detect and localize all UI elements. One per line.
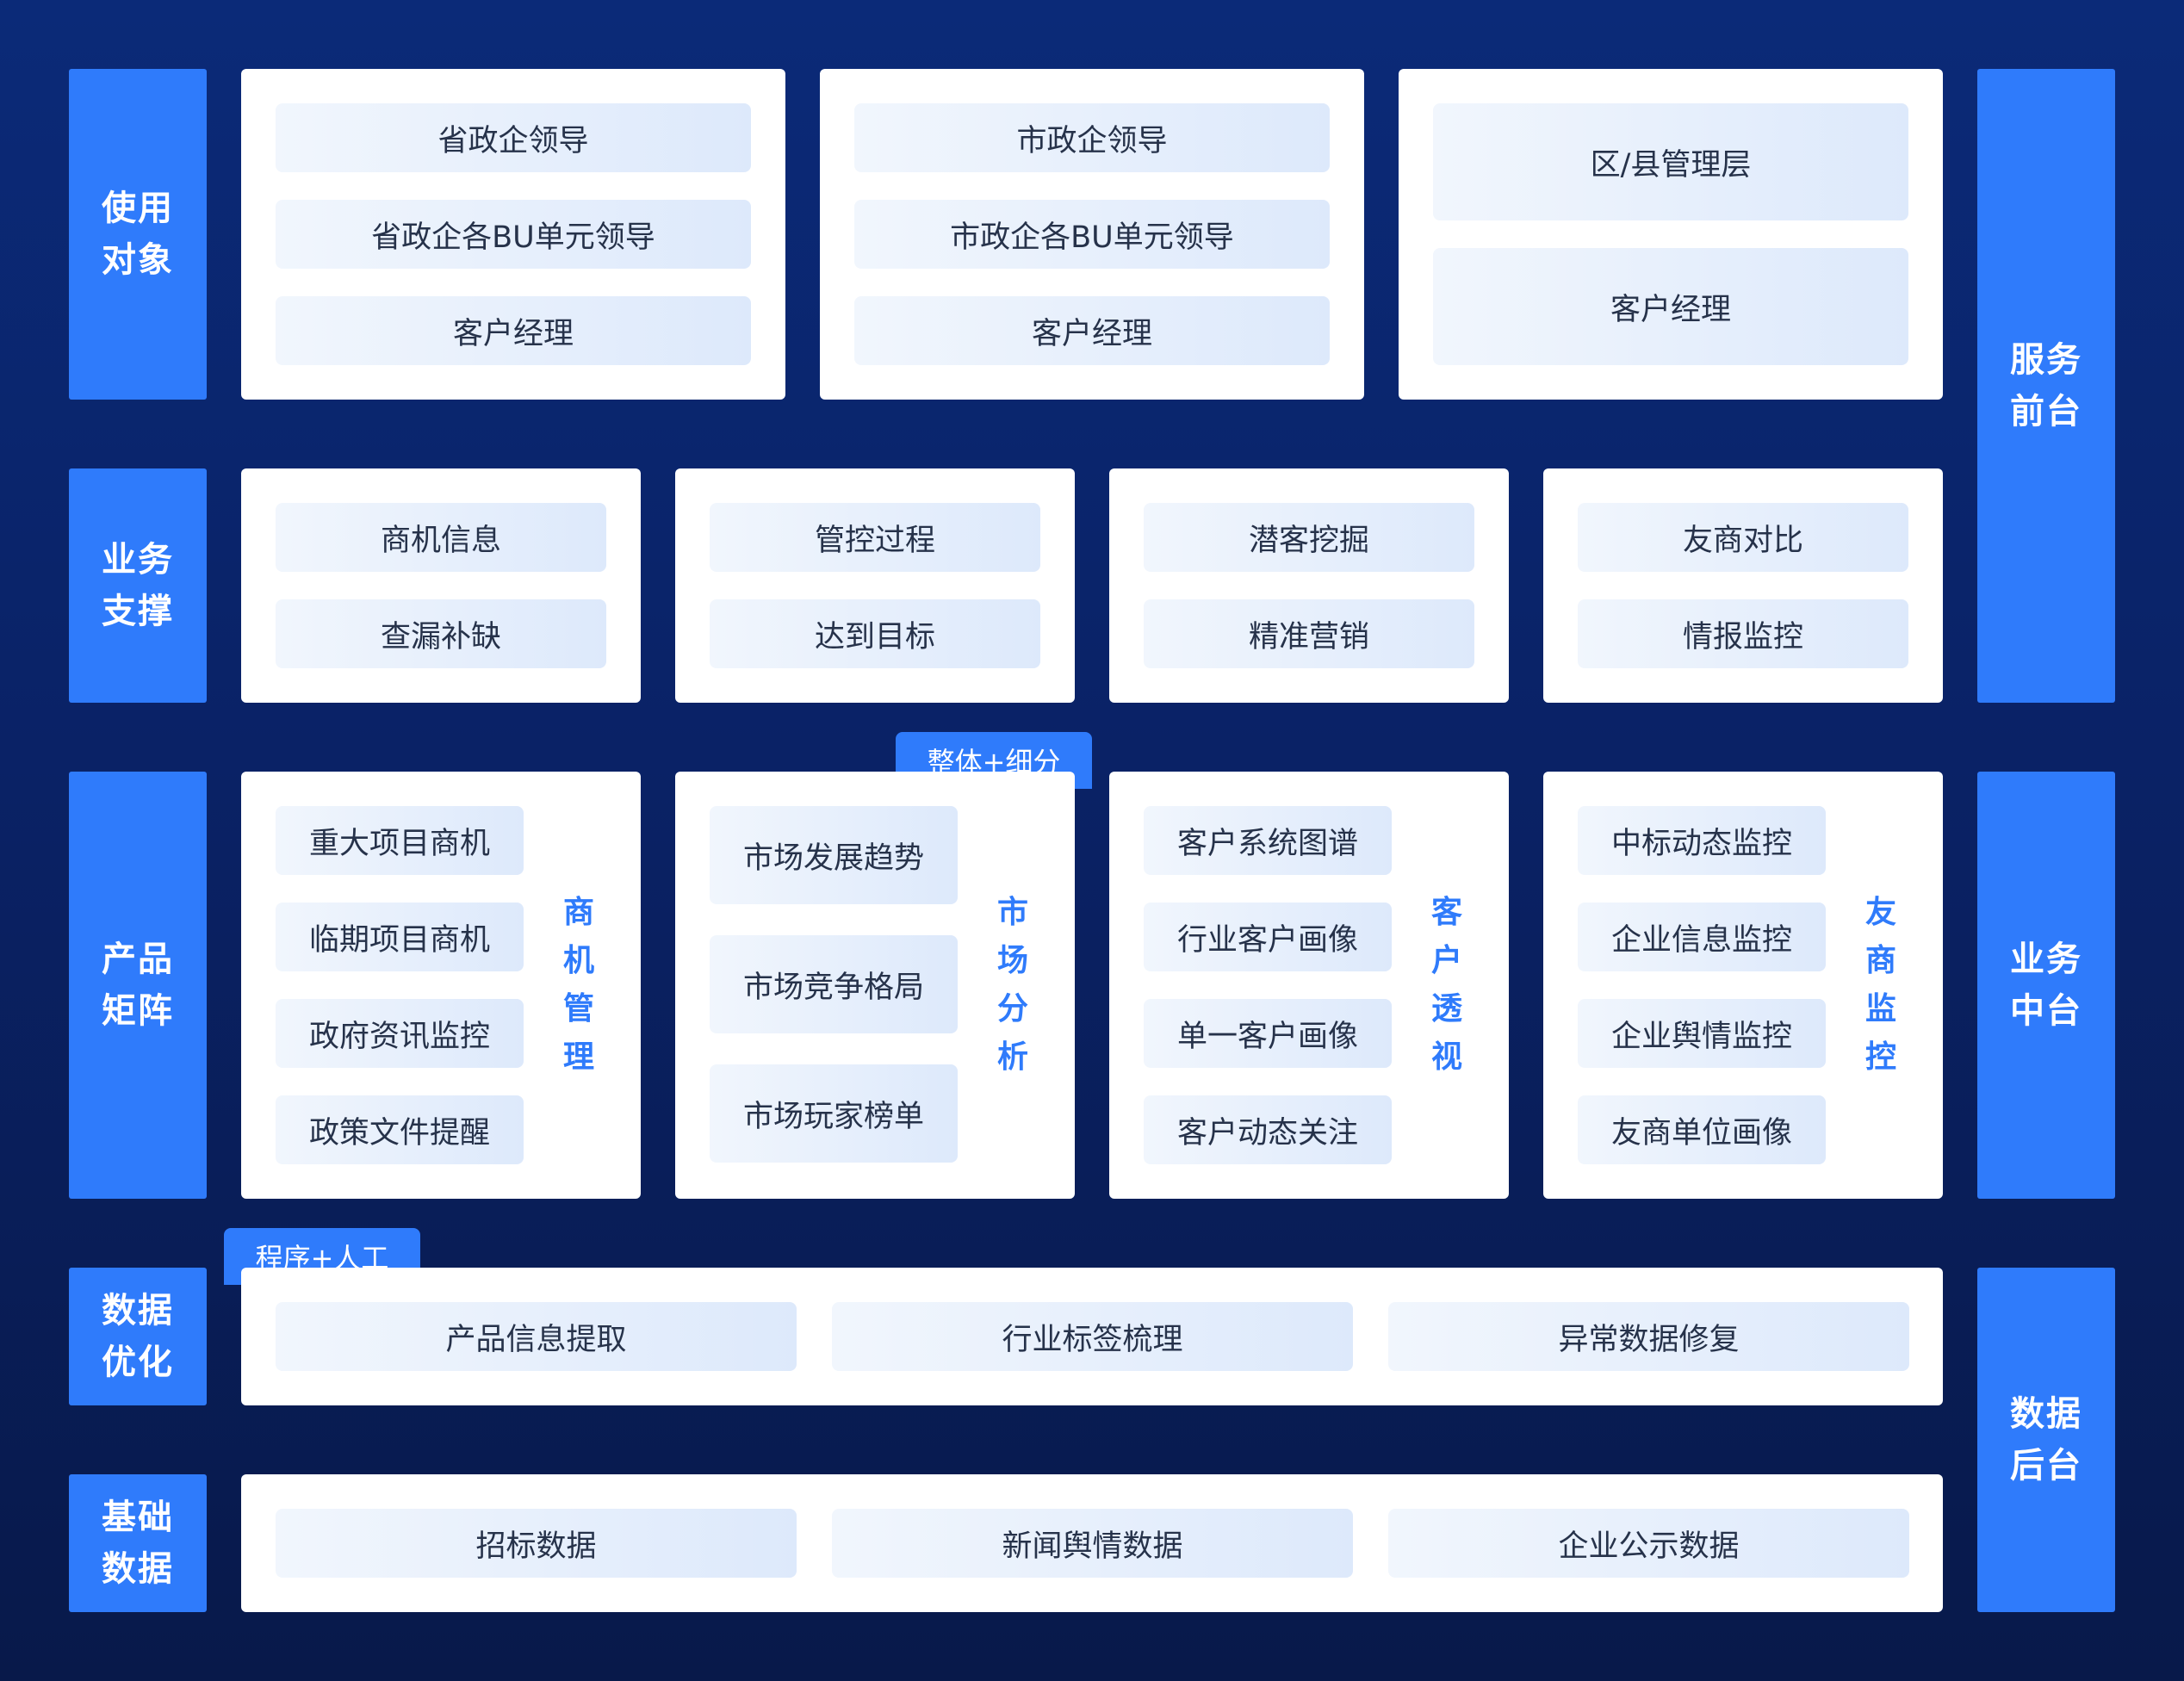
optimize-item: 异常数据修复	[1388, 1302, 1909, 1371]
product-card-title: 客户透视	[1430, 895, 1462, 1075]
optimize-card: 产品信息提取 行业标签梳理 异常数据修复	[241, 1268, 1943, 1405]
optimize-item: 产品信息提取	[276, 1302, 797, 1371]
optimize-item: 行业标签梳理	[832, 1302, 1353, 1371]
row-label-optimize: 数据 优化	[69, 1268, 207, 1405]
users-card-district: 区/县管理层 客户经理	[1399, 69, 1943, 400]
product-card-customer: 客户系统图谱 行业客户画像 单一客户画像 客户动态关注 客户透视	[1109, 772, 1509, 1199]
support-item: 管控过程	[710, 503, 1040, 572]
base-item: 企业公示数据	[1388, 1509, 1909, 1578]
users-item: 市政企各BU单元领导	[854, 200, 1330, 269]
side-label-middle: 业务 中台	[1977, 772, 2115, 1199]
support-item: 友商对比	[1578, 503, 1908, 572]
base-item: 新闻舆情数据	[832, 1509, 1353, 1578]
side-label-back: 数据 后台	[1977, 1268, 2115, 1612]
users-card-province: 省政企领导 省政企各BU单元领导 客户经理	[241, 69, 785, 400]
product-card-market: 市场发展趋势 市场竞争格局 市场玩家榜单 市场分析	[675, 772, 1075, 1199]
support-card: 友商对比 情报监控	[1543, 468, 1943, 703]
base-card: 招标数据 新闻舆情数据 企业公示数据	[241, 1474, 1943, 1612]
support-item: 商机信息	[276, 503, 606, 572]
support-card: 潜客挖掘 精准营销	[1109, 468, 1509, 703]
users-item: 省政企各BU单元领导	[276, 200, 751, 269]
product-item: 企业信息监控	[1578, 903, 1826, 971]
product-item: 中标动态监控	[1578, 806, 1826, 875]
product-card-competitor: 中标动态监控 企业信息监控 企业舆情监控 友商单位画像 友商监控	[1543, 772, 1943, 1199]
support-item: 查漏补缺	[276, 599, 606, 668]
support-card: 商机信息 查漏补缺	[241, 468, 641, 703]
users-item: 客户经理	[1433, 248, 1908, 365]
users-item: 客户经理	[854, 296, 1330, 365]
product-card-title: 友商监控	[1864, 895, 1896, 1075]
support-card: 管控过程 达到目标	[675, 468, 1075, 703]
row-label-support: 业务 支撑	[69, 468, 207, 703]
side-label-front: 服务 前台	[1977, 69, 2115, 703]
product-item: 友商单位画像	[1578, 1095, 1826, 1164]
users-item: 省政企领导	[276, 103, 751, 172]
users-item: 市政企领导	[854, 103, 1330, 172]
product-card-title: 商机管理	[562, 895, 594, 1075]
product-card-title: 市场分析	[996, 895, 1028, 1075]
product-item: 市场玩家榜单	[710, 1064, 958, 1163]
product-item: 客户系统图谱	[1144, 806, 1392, 875]
product-item: 市场发展趋势	[710, 806, 958, 904]
users-item: 客户经理	[276, 296, 751, 365]
product-item: 临期项目商机	[276, 903, 524, 971]
row-label-base: 基础 数据	[69, 1474, 207, 1612]
product-item: 行业客户画像	[1144, 903, 1392, 971]
row-label-products: 产品 矩阵	[69, 772, 207, 1199]
product-item: 市场竞争格局	[710, 935, 958, 1033]
row-label-users: 使用 对象	[69, 69, 207, 400]
support-item: 精准营销	[1144, 599, 1474, 668]
product-card-opportunity: 重大项目商机 临期项目商机 政府资讯监控 政策文件提醒 商机管理	[241, 772, 641, 1199]
support-item: 达到目标	[710, 599, 1040, 668]
product-item: 客户动态关注	[1144, 1095, 1392, 1164]
product-item: 企业舆情监控	[1578, 999, 1826, 1068]
product-item: 政策文件提醒	[276, 1095, 524, 1164]
product-item: 政府资讯监控	[276, 999, 524, 1068]
product-item: 重大项目商机	[276, 806, 524, 875]
base-item: 招标数据	[276, 1509, 797, 1578]
users-card-city: 市政企领导 市政企各BU单元领导 客户经理	[820, 69, 1364, 400]
product-item: 单一客户画像	[1144, 999, 1392, 1068]
support-item: 情报监控	[1578, 599, 1908, 668]
support-item: 潜客挖掘	[1144, 503, 1474, 572]
users-item: 区/县管理层	[1433, 103, 1908, 220]
